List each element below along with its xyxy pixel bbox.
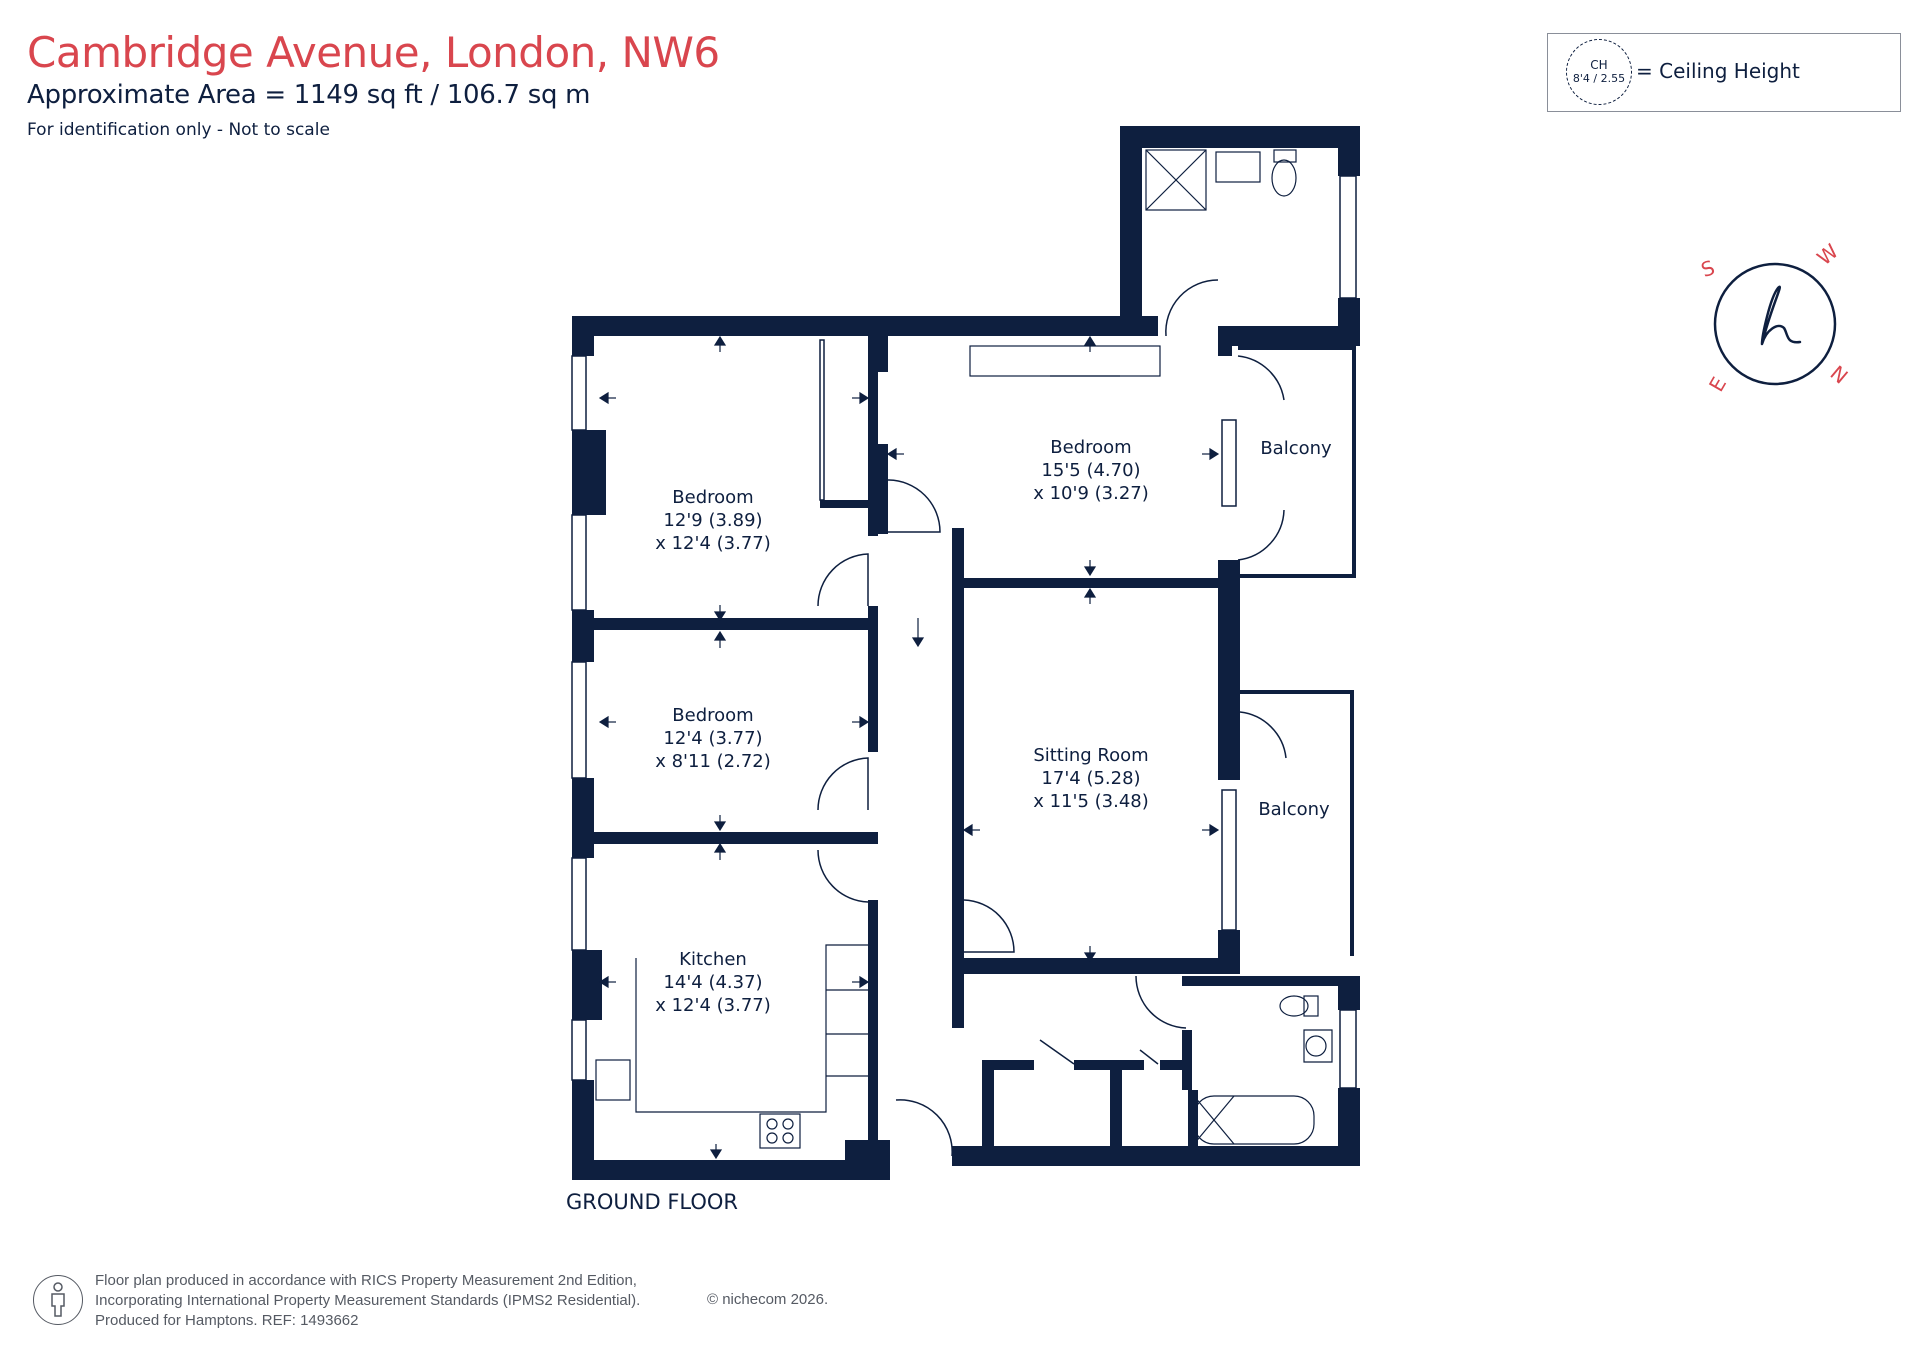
room-name: Bedroom	[672, 487, 754, 508]
kitchen-worktop	[635, 944, 868, 1113]
compass-east: E	[1704, 373, 1731, 396]
room-name: Bedroom	[1050, 437, 1132, 458]
ceiling-height-icon: CH 8'4 / 2.55	[1566, 39, 1632, 105]
room-name: Kitchen	[679, 949, 747, 970]
room-bedroom-2: Bedroom 15'5 (4.70) x 10'9 (3.27)	[1033, 436, 1149, 505]
sink-icon	[1215, 151, 1261, 183]
footer-line-2: Incorporating International Property Mea…	[95, 1292, 641, 1309]
footer-line-1: Floor plan produced in accordance with R…	[95, 1272, 637, 1289]
person-icon	[33, 1275, 83, 1325]
basin-icon	[1303, 1029, 1333, 1063]
toilet2-icon	[1279, 995, 1309, 1017]
compass-south: S	[1700, 255, 1718, 282]
dimension-markers	[598, 335, 1220, 1160]
compass-west: W	[1812, 240, 1843, 270]
walls	[572, 126, 1360, 1180]
floor-label: GROUND FLOOR	[566, 1190, 738, 1214]
room-name: Bedroom	[672, 705, 754, 726]
approximate-area: Approximate Area = 1149 sq ft / 106.7 sq…	[27, 80, 591, 110]
legend-text: = Ceiling Height	[1636, 59, 1800, 83]
room-name: Balcony	[1260, 438, 1332, 459]
room-balcony-1: Balcony	[1260, 437, 1331, 460]
room-dim: x 8'11 (2.72)	[655, 751, 771, 772]
room-dim: 17'4 (5.28)	[1041, 768, 1141, 789]
room-dim: x 12'4 (3.77)	[655, 995, 771, 1016]
identification-note: For identification only - Not to scale	[27, 120, 330, 140]
room-dim: 12'4 (3.77)	[663, 728, 763, 749]
room-dim: 14'4 (4.37)	[663, 972, 763, 993]
ceiling-height-legend: CH 8'4 / 2.55 = Ceiling Height	[1547, 33, 1901, 112]
kitchen-sink-icon	[595, 1059, 631, 1101]
shower-tray-icon	[1145, 149, 1207, 211]
room-kitchen: Kitchen 14'4 (4.37) x 12'4 (3.77)	[655, 948, 771, 1017]
hob-icon	[759, 1113, 801, 1149]
fixtures	[595, 149, 1333, 1149]
page-title: Cambridge Avenue, London, NW6	[27, 28, 720, 77]
toilet-icon	[1271, 159, 1297, 197]
room-balcony-2: Balcony	[1258, 798, 1329, 821]
doors	[817, 279, 1287, 1157]
room-dim: x 12'4 (3.77)	[655, 533, 771, 554]
wardrobe	[969, 345, 1161, 377]
room-dim: 15'5 (4.70)	[1041, 460, 1141, 481]
windows	[571, 175, 1357, 1089]
room-name: Sitting Room	[1033, 745, 1149, 766]
legend-ch-value: 8'4 / 2.55	[1572, 72, 1626, 85]
room-name: Balcony	[1258, 799, 1330, 820]
room-bedroom-1: Bedroom 12'9 (3.89) x 12'4 (3.77)	[655, 486, 771, 555]
footer-line-3: Produced for Hamptons. REF: 1493662	[95, 1312, 359, 1329]
room-dim: x 11'5 (3.48)	[1033, 791, 1149, 812]
room-sitting-room: Sitting Room 17'4 (5.28) x 11'5 (3.48)	[1033, 744, 1149, 813]
footer-text: Floor plan produced in accordance with R…	[95, 1271, 640, 1331]
room-dim: 12'9 (3.89)	[663, 510, 763, 531]
bath-icon	[1193, 1095, 1315, 1145]
legend-ch-label: CH	[1590, 58, 1608, 72]
compass-north: N	[1826, 361, 1853, 389]
room-bedroom-3: Bedroom 12'4 (3.77) x 8'11 (2.72)	[655, 704, 771, 773]
compass: S W E N	[1698, 239, 1870, 410]
compass-icon: S W E N	[1698, 239, 1853, 396]
copyright: © nichecom 2026.	[707, 1291, 829, 1308]
room-dim: x 10'9 (3.27)	[1033, 483, 1149, 504]
